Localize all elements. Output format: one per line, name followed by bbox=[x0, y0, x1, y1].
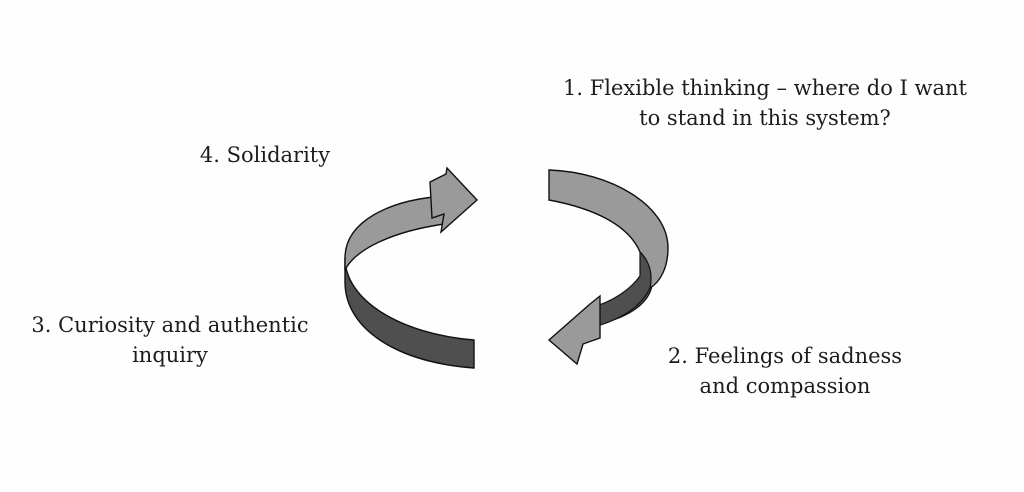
left-arrow-head bbox=[429, 166, 479, 234]
step-3-line-2: inquiry bbox=[132, 343, 208, 367]
step-1-label: 1. Flexible thinking – where do I want t… bbox=[560, 73, 970, 133]
step-3-label: 3. Curiosity and authentic inquiry bbox=[20, 310, 320, 370]
right-arrow-head bbox=[547, 294, 601, 366]
step-4-line-1: 4. Solidarity bbox=[199, 143, 331, 167]
step-1-line-1: 1. Flexible thinking – where do I want bbox=[563, 76, 967, 100]
curved-arrow-left-icon bbox=[344, 166, 479, 369]
curved-arrow-right-icon bbox=[547, 169, 669, 366]
step-2-line-1: 2. Feelings of sadness bbox=[667, 344, 903, 368]
step-2-line-2: and compassion bbox=[699, 374, 871, 398]
step-2-label: 2. Feelings of sadness and compassion bbox=[660, 341, 910, 401]
left-arrow-band bbox=[344, 257, 475, 369]
step-1-line-2: to stand in this system? bbox=[639, 106, 891, 130]
step-3-line-1: 3. Curiosity and authentic bbox=[31, 313, 309, 337]
left-arrow-face bbox=[344, 195, 445, 271]
step-4-label: 4. Solidarity bbox=[185, 140, 345, 170]
right-arrow-band bbox=[589, 250, 652, 329]
